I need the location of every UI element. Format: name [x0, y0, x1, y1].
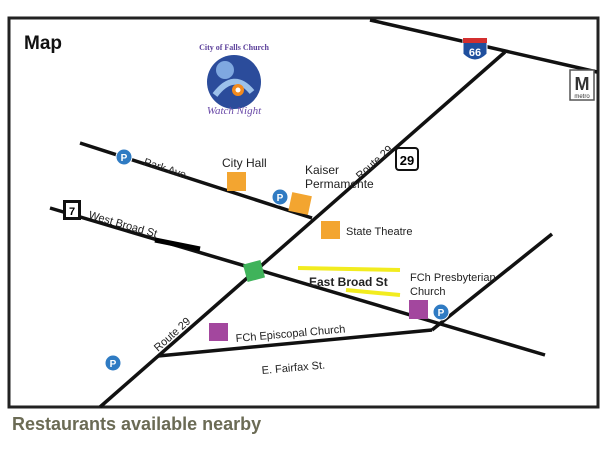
kaiser-label-line2: Permamente	[305, 177, 374, 191]
road-east-diagonal	[430, 232, 554, 332]
east-broad-label: East Broad St	[309, 275, 388, 289]
map-title: Map	[24, 33, 62, 54]
svg-text:metro: metro	[574, 94, 590, 100]
state-theatre-label: State Theatre	[346, 226, 413, 238]
watch-night-logo: City of Falls Church Watch Night	[199, 43, 269, 117]
parking-icon	[104, 354, 122, 372]
restaurants-note: Restaurants available nearby	[12, 414, 262, 434]
svg-text:Watch Night: Watch Night	[207, 105, 262, 117]
city-hall-label: City Hall	[222, 156, 267, 170]
city-hall-marker[interactable]	[227, 172, 246, 191]
road-shadow	[154, 237, 201, 252]
road-park-ave	[79, 141, 313, 220]
presbyterian-label-line1: FCh Presbyterian	[410, 272, 496, 284]
presbyterian-label-line2: Church	[410, 286, 446, 298]
kaiser-marker[interactable]	[288, 192, 312, 215]
svg-text:P: P	[121, 153, 128, 164]
svg-text:66: 66	[469, 47, 481, 59]
route-29-lower-label: Route 29	[152, 315, 193, 354]
parking-icons	[104, 148, 450, 372]
interstate-66-sign: 66	[462, 37, 488, 61]
episcopal-church-marker[interactable]	[209, 323, 228, 341]
road-fairfax-st	[157, 328, 433, 358]
svg-text:M: M	[575, 74, 590, 94]
state-theatre-marker[interactable]	[321, 221, 340, 239]
road-route-29	[98, 50, 507, 409]
meeting-point-marker[interactable]	[242, 259, 266, 283]
parking-icon	[432, 303, 450, 321]
highlight-line	[297, 266, 401, 272]
svg-text:7: 7	[69, 206, 75, 218]
map-border	[7, 16, 600, 409]
svg-text:P: P	[110, 359, 117, 370]
road-broad-st	[49, 206, 546, 357]
park-ave-label: Park Ave.	[142, 156, 190, 182]
state-7-sign: 7	[63, 200, 81, 220]
svg-text:P: P	[438, 308, 445, 319]
svg-text:29: 29	[400, 153, 414, 168]
west-broad-label: West Broad St	[87, 209, 158, 240]
parking-icon	[271, 188, 289, 206]
metro-sign: M metro	[569, 69, 595, 101]
us-29-sign: 29	[395, 147, 419, 171]
svg-text:City of Falls Church: City of Falls Church	[199, 43, 269, 52]
fairfax-label: E. Fairfax St.	[261, 359, 325, 376]
parking-icon	[115, 148, 133, 166]
highlight-line	[345, 288, 401, 297]
presbyterian-church-marker[interactable]	[409, 300, 428, 319]
svg-text:P: P	[277, 193, 284, 204]
kaiser-label-line1: Kaiser	[305, 163, 340, 177]
